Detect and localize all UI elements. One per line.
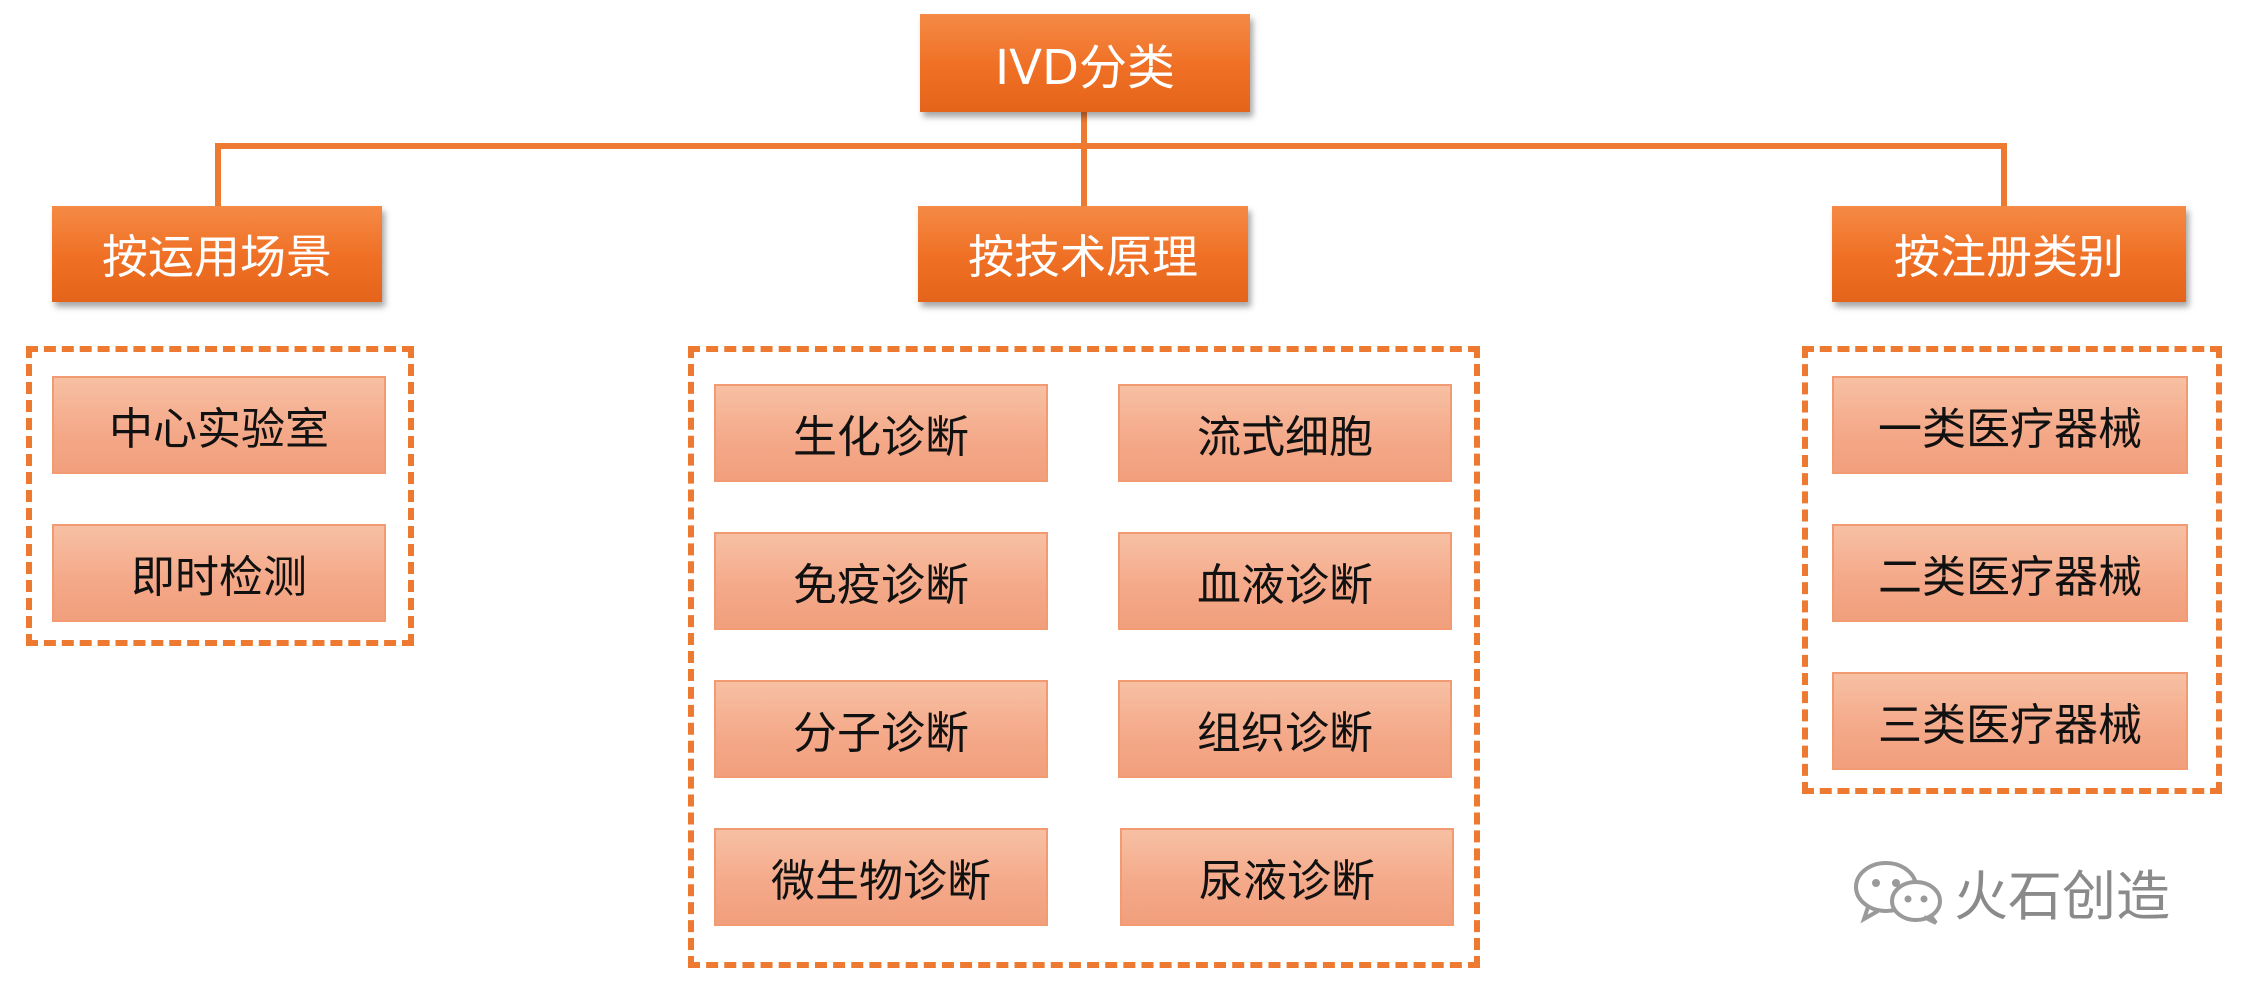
leaf-microbial: 微生物诊断 xyxy=(714,828,1048,926)
leaf-label: 生化诊断 xyxy=(793,412,969,463)
leaf-label: 流式细胞 xyxy=(1197,412,1373,463)
category-scenario: 按运用场景 xyxy=(52,206,382,302)
leaf-label: 分子诊断 xyxy=(793,708,969,759)
watermark: 火石创造 xyxy=(1848,852,2170,931)
root-node: IVD分类 xyxy=(920,14,1250,112)
category-scenario-label: 按运用场景 xyxy=(102,230,332,284)
leaf-biochemical: 生化诊断 xyxy=(714,384,1048,482)
leaf-label: 微生物诊断 xyxy=(771,856,991,907)
leaf-poct: 即时检测 xyxy=(52,524,386,622)
leaf-label: 一类医疗器械 xyxy=(1878,404,2142,455)
leaf-label: 免疫诊断 xyxy=(793,560,969,611)
wechat-icon xyxy=(1854,860,1942,925)
leaf-blood: 血液诊断 xyxy=(1118,532,1452,630)
leaf-immune: 免疫诊断 xyxy=(714,532,1048,630)
leaf-tissue: 组织诊断 xyxy=(1118,680,1452,778)
leaf-flow-cytometry: 流式细胞 xyxy=(1118,384,1452,482)
scenario-group xyxy=(26,346,414,646)
leaf-class-2: 二类医疗器械 xyxy=(1832,524,2188,622)
category-technique: 按技术原理 xyxy=(918,206,1248,302)
leaf-class-3: 三类医疗器械 xyxy=(1832,672,2188,770)
leaf-label: 中心实验室 xyxy=(109,404,329,455)
leaf-urine: 尿液诊断 xyxy=(1120,828,1454,926)
leaf-molecular: 分子诊断 xyxy=(714,680,1048,778)
watermark-text: 火石创造 xyxy=(1954,865,2170,928)
leaf-label: 尿液诊断 xyxy=(1199,856,1375,907)
root-node-label: IVD分类 xyxy=(995,40,1175,96)
leaf-label: 二类医疗器械 xyxy=(1878,552,2142,603)
registration-group xyxy=(1802,346,2222,794)
leaf-central-lab: 中心实验室 xyxy=(52,376,386,474)
category-technique-label: 按技术原理 xyxy=(968,230,1198,284)
technique-group xyxy=(688,346,1480,968)
leaf-label: 即时检测 xyxy=(131,552,307,603)
category-registration: 按注册类别 xyxy=(1832,206,2186,302)
leaf-label: 组织诊断 xyxy=(1197,708,1373,759)
category-registration-label: 按注册类别 xyxy=(1894,230,2124,284)
leaf-label: 血液诊断 xyxy=(1197,560,1373,611)
leaf-class-1: 一类医疗器械 xyxy=(1832,376,2188,474)
leaf-label: 三类医疗器械 xyxy=(1878,700,2142,751)
